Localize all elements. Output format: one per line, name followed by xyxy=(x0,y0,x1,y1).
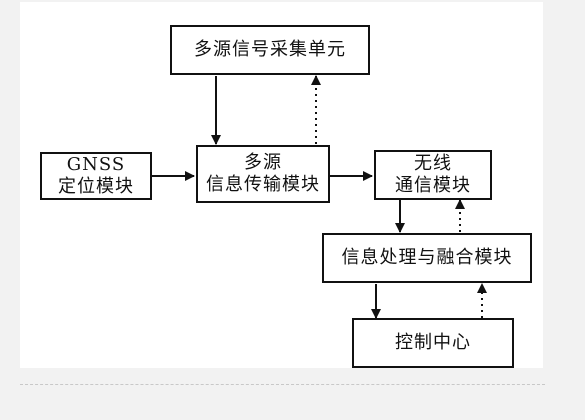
node-control-center: 控制中心 xyxy=(352,318,514,368)
node-acquisition-unit: 多源信号采集单元 xyxy=(170,25,370,75)
node-wireless-label-line2: 通信模块 xyxy=(395,175,471,196)
node-gnss-module: GNSS 定位模块 xyxy=(40,152,152,200)
section-divider xyxy=(20,384,545,385)
node-transmission-label-line1: 多源 xyxy=(244,152,282,173)
node-fusion-module: 信息处理与融合模块 xyxy=(322,233,532,283)
node-wireless-label-line1: 无线 xyxy=(414,153,452,174)
node-wireless-module: 无线 通信模块 xyxy=(374,150,492,200)
node-gnss-label-line2: 定位模块 xyxy=(58,176,134,197)
node-transmission-module: 多源 信息传输模块 xyxy=(196,145,330,203)
node-transmission-label-line2: 信息传输模块 xyxy=(206,174,320,195)
node-control-label: 控制中心 xyxy=(395,332,471,353)
node-fusion-label: 信息处理与融合模块 xyxy=(341,247,513,268)
node-acquisition-label: 多源信号采集单元 xyxy=(194,39,346,60)
node-gnss-label-line1: GNSS xyxy=(66,154,126,175)
